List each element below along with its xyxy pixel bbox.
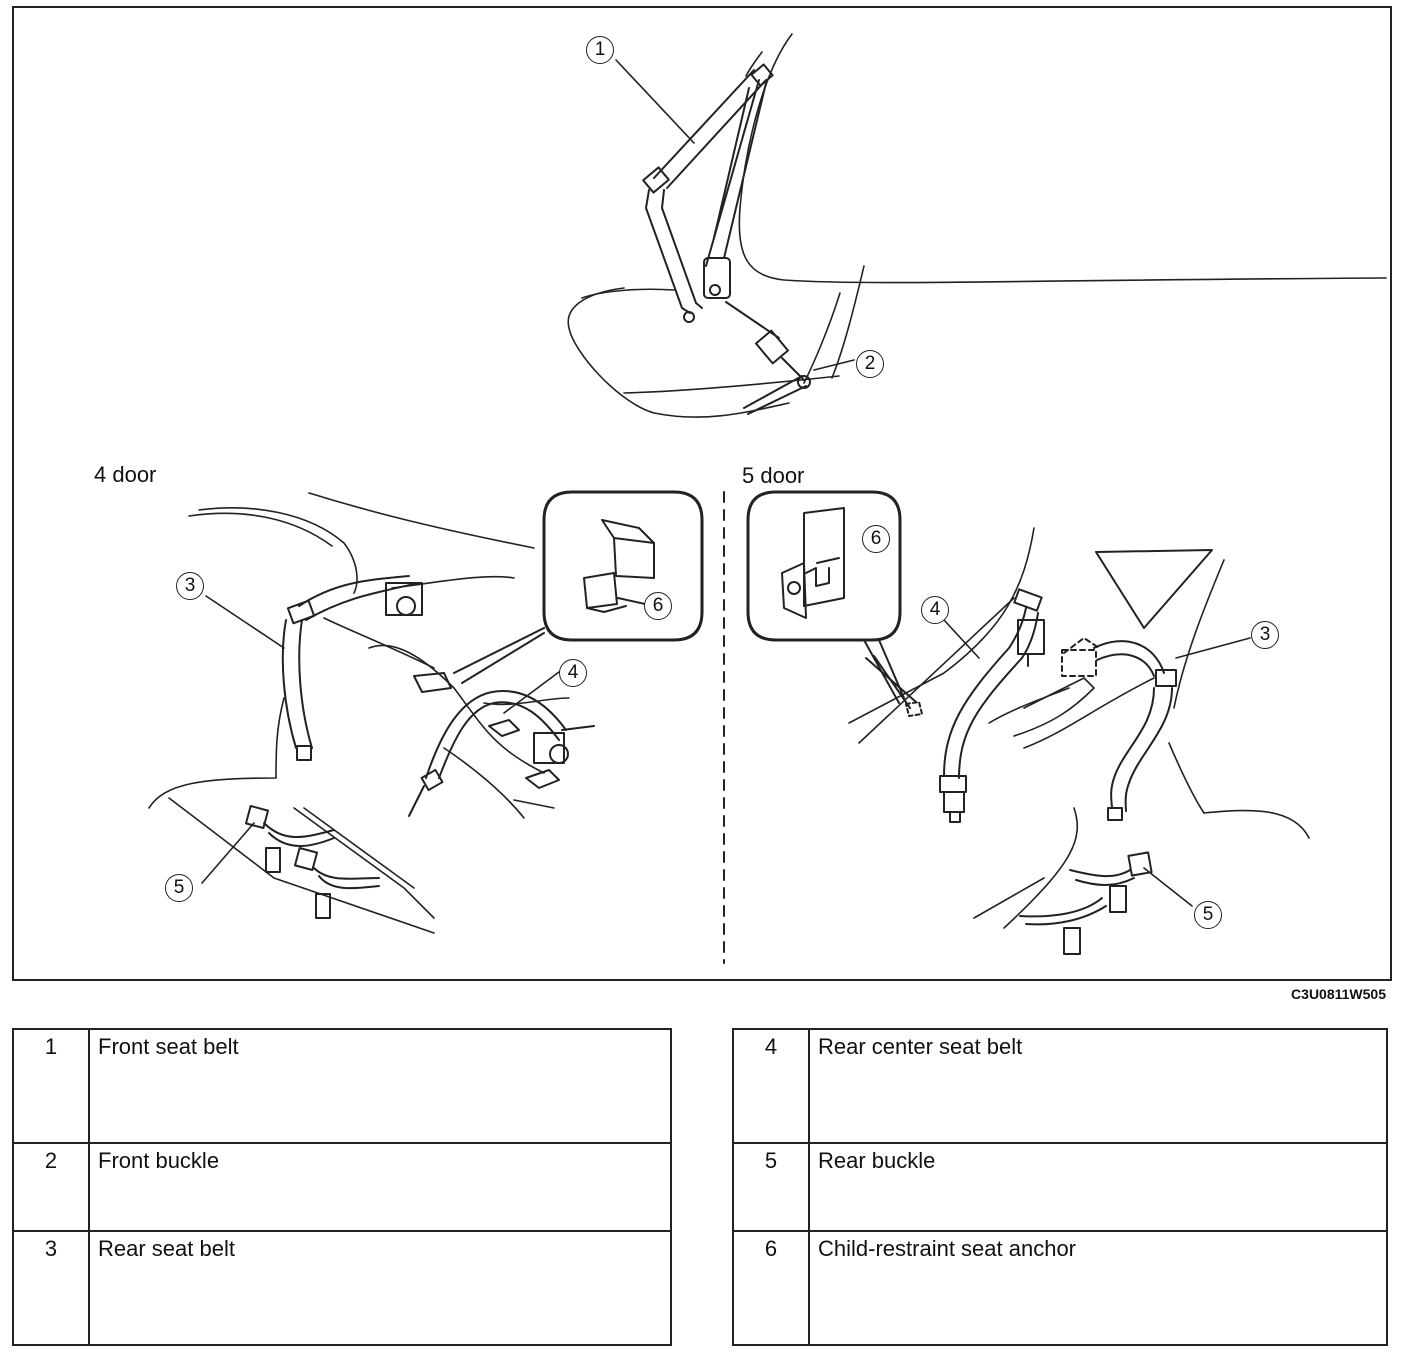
four-door-center-belt bbox=[408, 690, 595, 817]
seat-belt-diagram: 4 door 5 door 1 2 3 4 5 6 6 4 3 5 bbox=[12, 6, 1392, 981]
four-door-callout-leaders bbox=[201, 595, 560, 884]
front-seat-belt-illustration bbox=[642, 63, 811, 415]
five-door-rear-belt bbox=[1061, 637, 1177, 821]
legend-number: 2 bbox=[12, 1142, 90, 1232]
legend-row: 5 Rear buckle bbox=[732, 1142, 1388, 1232]
legend-label: Rear center seat belt bbox=[808, 1028, 1388, 1144]
callout-child-anchor-5door: 6 bbox=[862, 525, 890, 553]
callout-rear-seat-belt-4door: 3 bbox=[176, 572, 204, 600]
legend-table-left: 1 Front seat belt 2 Front buckle 3 Rear … bbox=[12, 1028, 672, 1346]
diagram-drawing bbox=[148, 33, 1387, 964]
five-door-center-belt bbox=[939, 588, 1045, 823]
four-door-rear-buckles bbox=[244, 804, 380, 919]
four-door-anchor-marker bbox=[413, 627, 545, 693]
callout-child-anchor-4door: 6 bbox=[644, 592, 672, 620]
callout-front-buckle: 2 bbox=[856, 350, 884, 378]
five-door-inset bbox=[746, 490, 905, 704]
legend-label: Rear buckle bbox=[808, 1142, 1388, 1232]
four-door-label: 4 door bbox=[94, 462, 157, 487]
callout-front-seat-belt: 1 bbox=[586, 36, 614, 64]
callout-rear-seat-belt-5door: 3 bbox=[1251, 621, 1279, 649]
legend-row: 4 Rear center seat belt bbox=[732, 1028, 1388, 1144]
five-door-anchor-marker bbox=[865, 655, 923, 717]
legend-number: 3 bbox=[12, 1230, 90, 1346]
legend-number: 6 bbox=[732, 1230, 810, 1346]
four-door-inset bbox=[542, 490, 704, 642]
five-door-illustration bbox=[848, 527, 1310, 929]
four-door-illustration bbox=[148, 492, 570, 934]
front-callout-leaders bbox=[615, 59, 855, 371]
callout-rear-buckle-4door: 5 bbox=[165, 874, 193, 902]
legend-row: 3 Rear seat belt bbox=[12, 1230, 672, 1346]
four-door-rear-belt bbox=[281, 575, 423, 761]
callout-rear-center-seat-belt-5door: 4 bbox=[921, 596, 949, 624]
legend-row: 1 Front seat belt bbox=[12, 1028, 672, 1144]
legend-label: Child-restraint seat anchor bbox=[808, 1230, 1388, 1346]
legend-label: Front seat belt bbox=[88, 1028, 672, 1144]
front-seat-illustration bbox=[567, 33, 1387, 418]
figure-code: C3U0811W505 bbox=[1291, 986, 1386, 1002]
legend-number: 1 bbox=[12, 1028, 90, 1144]
legend-label: Rear seat belt bbox=[88, 1230, 672, 1346]
callout-rear-center-seat-belt-4door: 4 bbox=[559, 659, 587, 687]
legend-number: 4 bbox=[732, 1028, 810, 1144]
legend-number: 5 bbox=[732, 1142, 810, 1232]
legend-row: 2 Front buckle bbox=[12, 1142, 672, 1232]
legend-row: 6 Child-restraint seat anchor bbox=[732, 1230, 1388, 1346]
five-door-callout-leaders bbox=[943, 619, 1251, 907]
five-door-label: 5 door bbox=[742, 463, 805, 488]
legend-label: Front buckle bbox=[88, 1142, 672, 1232]
legend-table-right: 4 Rear center seat belt 5 Rear buckle 6 … bbox=[732, 1028, 1388, 1346]
callout-rear-buckle-5door: 5 bbox=[1194, 901, 1222, 929]
five-door-rear-buckles bbox=[1019, 851, 1153, 955]
